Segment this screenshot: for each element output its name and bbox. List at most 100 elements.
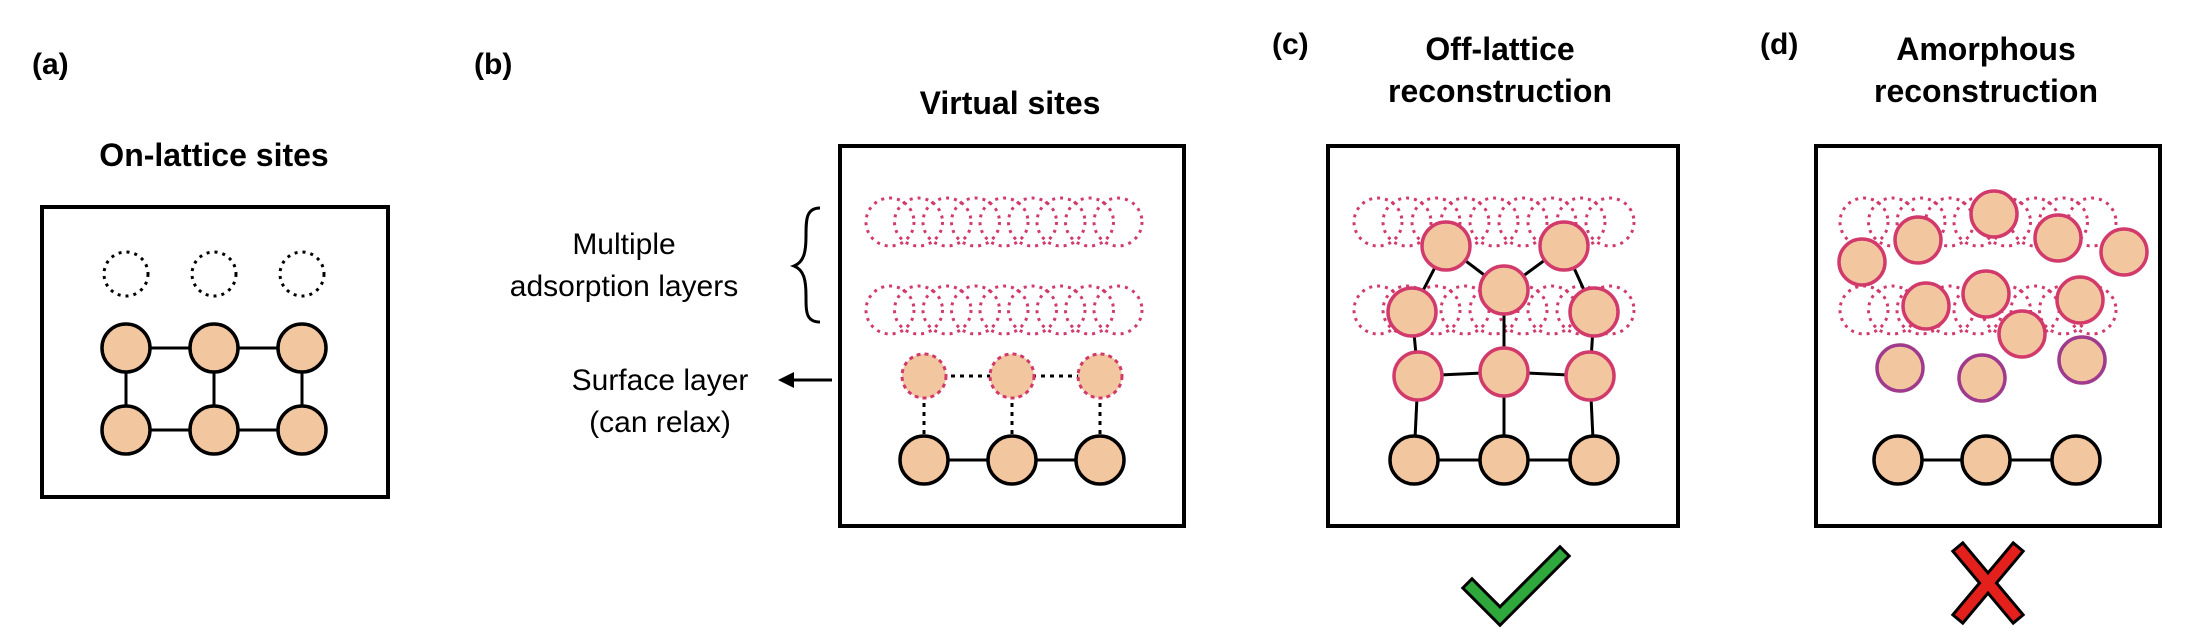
- check-mark-icon: [1464, 548, 1568, 624]
- relaxed-atom: [1478, 346, 1530, 398]
- panel-a-frame: [40, 205, 390, 499]
- virtual-site: [864, 196, 916, 248]
- panel-b-lattice: [864, 196, 1144, 486]
- virtual-site: [1352, 196, 1404, 248]
- surface-atom: [900, 352, 948, 400]
- virtual-site: [1035, 196, 1087, 248]
- virtual-site: [1381, 196, 1433, 248]
- panel-d-frame: [1814, 144, 2162, 528]
- relaxed-atom: [1568, 286, 1620, 338]
- panel-b-title: Virtual sites: [920, 85, 1101, 121]
- amorphous-atom: [2099, 227, 2149, 277]
- amorphous-atom: [2057, 335, 2107, 385]
- empty-site: [278, 250, 326, 298]
- panel-c: (c) Off-lattice reconstruction: [1272, 28, 1680, 628]
- virtual-site: [1007, 196, 1058, 248]
- panel-d-title-line2: reconstruction: [1874, 73, 2098, 109]
- virtual-site: [893, 196, 944, 248]
- virtual-site: [1497, 196, 1549, 248]
- amorphous-atom: [2033, 213, 2083, 263]
- virtual-site: [1838, 284, 1890, 336]
- amorphous-atom: [2055, 275, 2105, 325]
- panel-a-title: On-lattice sites: [99, 137, 328, 173]
- bulk-atom: [1074, 434, 1126, 486]
- panel-d-title-line1: Amorphous: [1896, 31, 2076, 67]
- amorphous-atom: [1875, 343, 1925, 393]
- bulk-atom: [1568, 434, 1620, 486]
- amorphous-atom: [1961, 269, 2011, 319]
- amorphous-atom: [1997, 309, 2047, 359]
- virtual-site: [978, 284, 1030, 336]
- panel-b: (b) Virtual sites Multiple adsorption la…: [474, 48, 1186, 528]
- bulk-atom: [898, 434, 950, 486]
- amorphous-atom: [1969, 189, 2019, 239]
- surface-layer-label-line1: Surface layer: [572, 364, 749, 397]
- virtual-site: [1526, 196, 1578, 248]
- surface-atom: [988, 352, 1036, 400]
- virtual-site: [950, 284, 1001, 336]
- panel-a: (a) On-lattice sites: [32, 48, 390, 499]
- virtual-site: [864, 284, 916, 336]
- bulk-atom: [1478, 434, 1530, 486]
- relaxed-atom: [1538, 220, 1590, 272]
- panel-d: (d) Amorphous reconstruction: [1760, 28, 2162, 626]
- relaxed-atom: [1478, 264, 1530, 316]
- panel-c-title-line1: Off-lattice: [1425, 31, 1574, 67]
- atom: [188, 322, 240, 374]
- virtual-site: [950, 196, 1001, 248]
- amorphous-atom: [1837, 237, 1887, 287]
- atom: [188, 404, 240, 456]
- virtual-site: [1092, 196, 1144, 248]
- virtual-site: [1895, 196, 1947, 248]
- panel-b-frame: [838, 144, 1186, 528]
- virtual-site: [1064, 196, 1115, 248]
- panel-a-label: (a): [32, 48, 69, 81]
- virtual-site: [1064, 284, 1115, 336]
- curly-brace-icon: [789, 206, 821, 324]
- bulk-atom: [1960, 434, 2012, 486]
- empty-site: [190, 250, 238, 298]
- atom: [100, 404, 152, 456]
- surface-layer-label-line2: (can relax): [589, 406, 731, 439]
- atom: [276, 322, 328, 374]
- panel-b-label: (b): [474, 48, 512, 81]
- amorphous-atom: [1957, 353, 2007, 403]
- virtual-site: [1092, 284, 1144, 336]
- surface-atom: [1076, 352, 1124, 400]
- panel-d-label: (d): [1760, 28, 1798, 61]
- virtual-site: [1468, 196, 1520, 248]
- virtual-site: [893, 284, 944, 336]
- atom: [100, 322, 152, 374]
- multiple-layers-label-line1: Multiple: [572, 228, 675, 261]
- bulk-atom: [2050, 434, 2102, 486]
- panel-c-lattice: [1352, 196, 1636, 486]
- panel-d-lattice: [1837, 189, 2149, 486]
- bulk-atom: [1388, 434, 1440, 486]
- virtual-site: [1410, 196, 1462, 248]
- virtual-site: [1035, 284, 1087, 336]
- panel-c-title-line2: reconstruction: [1388, 73, 1612, 109]
- panel-c-label: (c): [1272, 28, 1309, 61]
- panel-c-frame: [1326, 144, 1680, 528]
- virtual-site: [921, 196, 973, 248]
- relaxed-atom: [1564, 350, 1616, 402]
- virtual-site: [1007, 284, 1058, 336]
- relaxed-atom: [1420, 220, 1472, 272]
- cross-mark-icon: [1950, 540, 2026, 626]
- empty-site: [102, 250, 150, 298]
- panel-a-lattice: [100, 250, 328, 456]
- virtual-site: [1838, 196, 1890, 248]
- arrow-left-icon: [778, 372, 794, 388]
- virtual-site: [921, 284, 973, 336]
- bulk-atom: [1872, 434, 1924, 486]
- amorphous-atom: [1901, 281, 1951, 331]
- multiple-layers-label-line2: adsorption layers: [510, 270, 738, 303]
- bulk-atom: [986, 434, 1038, 486]
- relaxed-atom: [1392, 350, 1444, 402]
- virtual-site: [978, 196, 1030, 248]
- amorphous-atom: [1893, 215, 1943, 265]
- relaxed-atom: [1386, 286, 1438, 338]
- atom: [276, 404, 328, 456]
- virtual-site: [1584, 196, 1636, 248]
